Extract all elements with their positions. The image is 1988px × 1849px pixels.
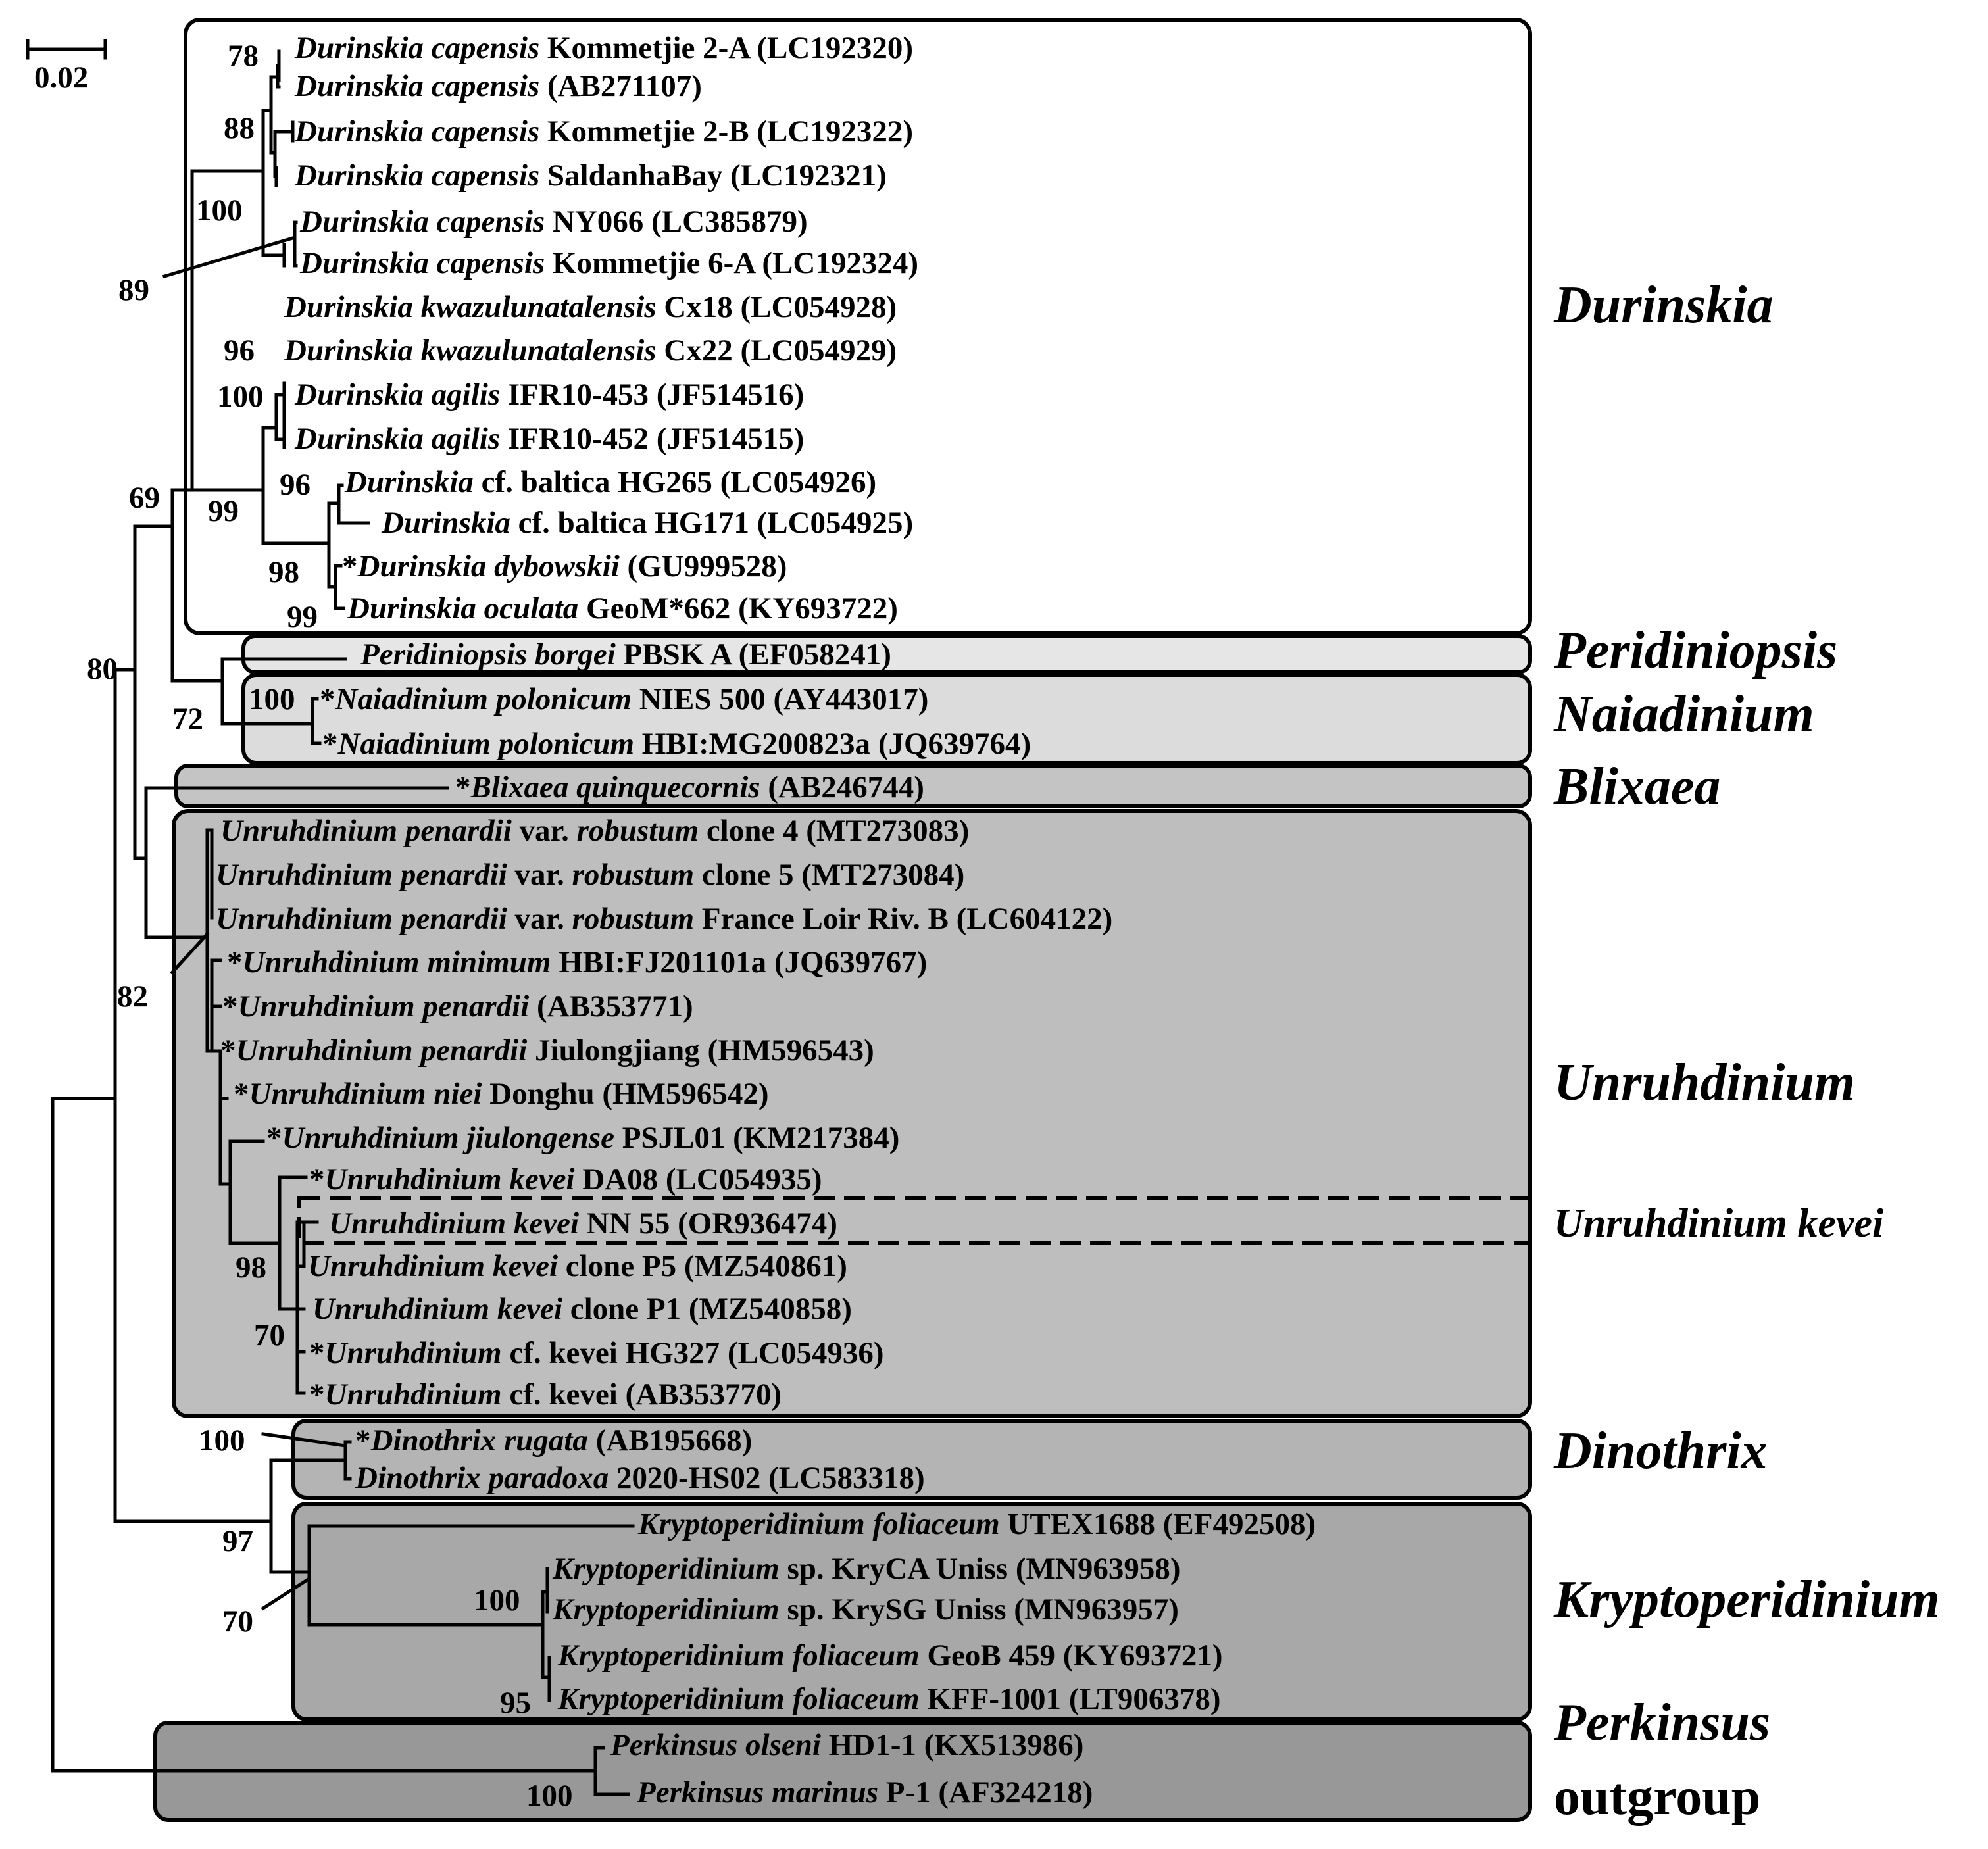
bootstrap-value: 97 [222,1524,253,1558]
taxon-label: *Unruhdinium minimum HBI:FJ201101a (JQ63… [227,945,927,979]
tree-branches [51,49,635,1796]
bootstrap-value: 99 [208,494,239,528]
bootstrap-value: 100 [217,380,264,414]
taxon-label: Kryptoperidinium foliaceum GeoB 459 (KY6… [557,1639,1223,1673]
taxon-label: Unruhdinium kevei clone P1 (MZ540858) [312,1292,852,1326]
taxon-label: *Unruhdinium cf. kevei HG327 (LC054936) [309,1336,884,1370]
group-label-naiadinium: Naiadinium [1553,685,1814,743]
bootstrap-value: 82 [117,979,148,1014]
taxon-label: Unruhdinium kevei clone P5 (MZ540861) [308,1249,847,1283]
group-label-kryptoperidinium: Kryptoperidinium [1553,1571,1940,1629]
clade-box-blixaea [174,764,1532,808]
taxon-label: Durinskia kwazulunatalensis Cx18 (LC0549… [284,290,897,324]
taxon-label: Durinskia cf. baltica HG265 (LC054926) [344,465,876,499]
taxon-labels: Durinskia capensis Kommetjie 2-A (LC1923… [216,31,1316,1810]
taxon-label: Unruhdinium penardii var. robustum clone… [216,858,964,892]
bootstrap-value: 89 [118,273,149,307]
group-label-blixaea: Blixaea [1553,758,1720,816]
bootstrap-value: 95 [500,1686,531,1720]
bootstrap-value: 100 [249,682,295,716]
taxon-label: Dinothrix paradoxa 2020-HS02 (LC583318) [355,1461,925,1495]
scale-bar-label: 0.02 [34,61,88,95]
bootstrap-value: 72 [172,702,203,736]
group-label-peridiniopsis: Peridiniopsis [1553,622,1837,679]
group-label-unruhdinium-kevei: Unruhdinium kevei [1554,1201,1883,1246]
taxon-label: Durinskia agilis IFR10-453 (JF514516) [294,378,804,412]
taxon-label: Durinskia kwazulunatalensis Cx22 (LC0549… [284,333,897,368]
clade-box-naiadinium [241,673,1532,765]
taxon-label: *Naiadinium polonicum NIES 500 (AY443017… [320,682,928,716]
clade-box-peridiniopsis [241,634,1532,674]
taxon-label: *Blixaea quinquecornis (AB246744) [455,770,924,804]
group-label-unruhdinium: Unruhdinium [1554,1054,1855,1112]
taxon-label: Durinskia capensis Kommetjie 2-B (LC1923… [294,114,913,149]
taxon-label: *Dinothrix rugata (AB195668) [355,1423,752,1458]
taxon-label: *Unruhdinium jiulongense PSJL01 (KM21738… [266,1121,899,1155]
taxon-label: Kryptoperidinium foliaceum KFF-1001 (LT9… [557,1682,1221,1716]
bootstrap-value: 88 [224,111,255,145]
bootstrap-value: 100 [526,1779,573,1813]
taxon-label: Durinskia capensis (AB271107) [294,69,702,103]
taxon-label: Perkinsus olseni HD1-1 (KX513986) [610,1728,1083,1762]
bootstrap-value: 99 [287,600,318,634]
bootstrap-value: 100 [196,193,243,228]
taxon-label: *Durinskia dybowskii (GU999528) [342,549,787,583]
bootstrap-value: 96 [280,468,311,502]
bootstrap-value: 69 [129,481,160,515]
group-label-dinothrix: Dinothrix [1553,1422,1768,1480]
bootstrap-value: 80 [87,652,118,686]
bootstrap-value: 70 [222,1604,253,1639]
taxon-label: Durinskia capensis NY066 (LC385879) [299,205,808,239]
taxon-label: Perkinsus marinus P-1 (AF324218) [636,1775,1093,1810]
taxon-label: Kryptoperidinium foliaceum UTEX1688 (EF4… [637,1507,1316,1541]
bootstrap-values: 78 88 100 89 96 100 96 99 98 99 69 80 72… [87,39,573,1813]
bootstrap-value: 98 [236,1250,266,1285]
taxon-label: *Naiadinium polonicum HBI:MG200823a (JQ6… [322,727,1031,761]
taxon-label: Kryptoperidinium sp. KryCA Uniss (MN9639… [552,1552,1180,1586]
taxon-label: *Unruhdinium penardii Jiulongjiang (HM59… [220,1033,874,1068]
group-labels: Durinskia Peridiniopsis Naiadinium Blixa… [1553,276,1940,1826]
group-label-perkinsus: Perkinsus [1553,1694,1770,1752]
taxon-label: Unruhdinium kevei NN 55 (OR936474) [329,1206,837,1241]
bootstrap-value: 100 [474,1583,520,1617]
clade-box-kryptoperidinium [291,1502,1532,1721]
taxon-label: Peridiniopsis borgei PBSK A (EF058241) [360,637,891,672]
bootstrap-value: 96 [224,333,255,368]
bootstrap-value: 78 [228,39,259,73]
taxon-label: Durinskia agilis IFR10-452 (JF514515) [294,422,804,456]
taxon-label: Durinskia oculata GeoM*662 (KY693722) [347,591,898,626]
taxon-label: Kryptoperidinium sp. KrySG Uniss (MN9639… [552,1592,1179,1627]
group-label-durinskia: Durinskia [1553,276,1773,334]
scale-bar: 0.02 [26,39,107,95]
taxon-label: *Unruhdinium niei Donghu (HM596542) [234,1077,769,1111]
bootstrap-value: 100 [199,1423,245,1458]
clade-box-durinskia [184,18,1532,635]
taxon-label: Unruhdinium penardii var. robustum Franc… [216,902,1112,936]
taxon-label: Durinskia capensis Kommetjie 6-A (LC1923… [299,246,918,280]
taxon-label: Unruhdinium penardii var. robustum clone… [220,814,969,848]
taxon-label: *Unruhdinium kevei DA08 (LC054935) [309,1162,822,1196]
bootstrap-value: 98 [268,555,299,589]
clade-box-unruhdinium [172,809,1532,1418]
taxon-label: *Unruhdinium cf. kevei (AB353770) [309,1377,782,1412]
group-label-outgroup: outgroup [1554,1768,1760,1826]
taxon-label: Durinskia capensis Kommetjie 2-A (LC1923… [294,31,913,65]
taxon-label: *Unruhdinium penardii (AB353771) [222,989,693,1023]
taxon-label: Durinskia capensis SaldanhaBay (LC192321… [294,159,887,193]
bootstrap-value: 70 [254,1318,285,1352]
taxon-label: Durinskia cf. baltica HG171 (LC054925) [381,506,913,540]
